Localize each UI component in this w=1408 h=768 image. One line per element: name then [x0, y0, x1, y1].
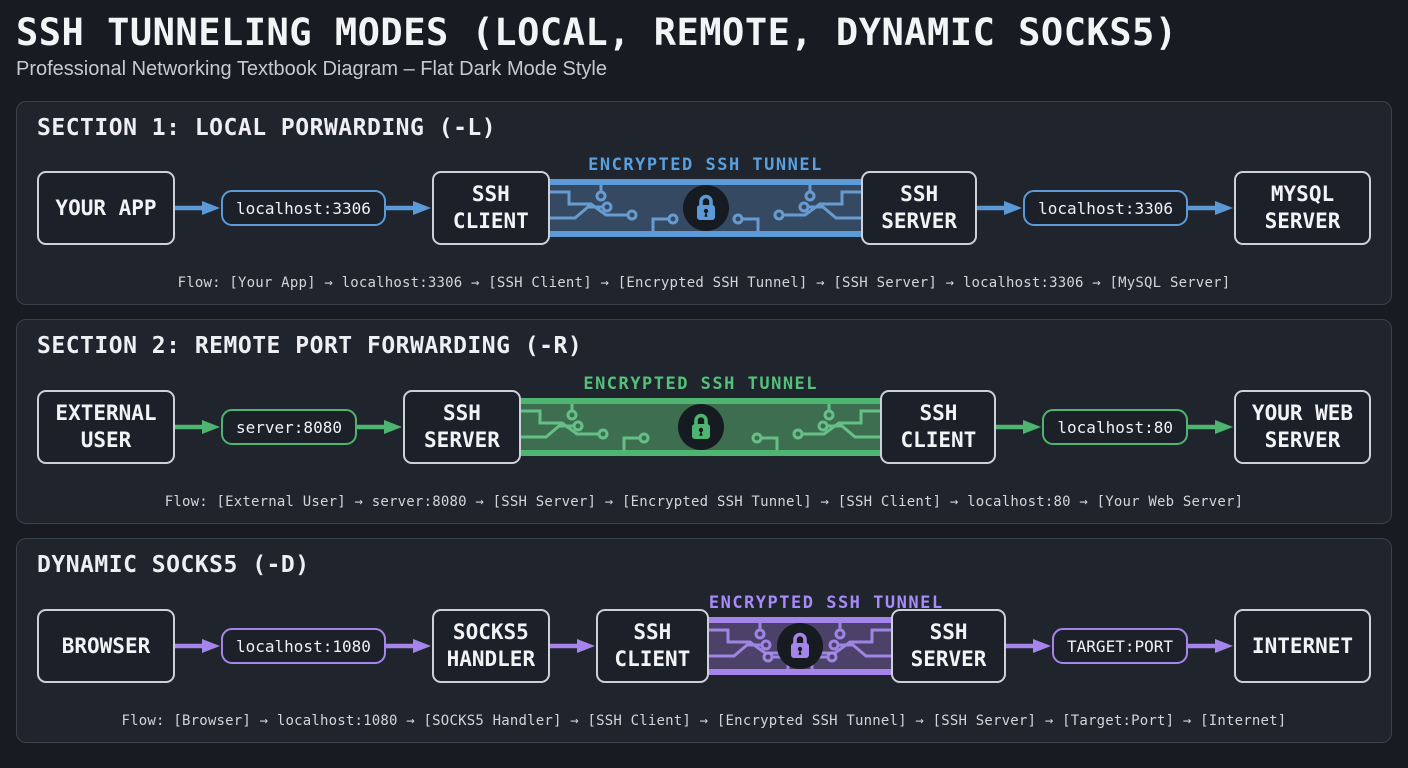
section-remote-forwarding: SECTION 2: REMOTE PORT FORWARDING (-R) E…: [16, 319, 1392, 525]
flow-arrow-icon: [1006, 638, 1052, 654]
section-3-heading: DYNAMIC SOCKS5 (-D): [37, 552, 310, 579]
section-2-flow-caption: Flow: [External User] → server:8080 → [S…: [164, 494, 1244, 511]
page-header: SSH TUNNELING MODES (LOCAL, REMOTE, DYNA…: [0, 0, 1408, 81]
node-ssh-server: SSH SERVER: [891, 609, 1007, 684]
flow-arrow-icon: [996, 419, 1042, 435]
node-ssh-server: SSH SERVER: [861, 171, 978, 246]
flow-arrow-icon: [977, 200, 1023, 216]
flow-arrow-icon: [356, 419, 403, 435]
node-ssh-client: SSH CLIENT: [880, 390, 997, 465]
circuit-traces-icon: [751, 404, 882, 451]
section-dynamic-socks5: DYNAMIC SOCKS5 (-D) BROWSER localhost:10…: [16, 538, 1392, 744]
node-internet: INTERNET: [1234, 609, 1371, 684]
flow-arrow-icon: [1188, 638, 1234, 654]
lock-icon: [776, 623, 823, 670]
flow-arrow-icon: [385, 638, 432, 654]
lock-icon: [682, 185, 729, 232]
node-ssh-client: SSH CLIENT: [595, 609, 709, 684]
flow-arrow-icon: [385, 200, 432, 216]
page-subtitle: Professional Networking Textbook Diagram…: [16, 57, 607, 80]
tunnel-label: ENCRYPTED SSH TUNNEL: [708, 593, 944, 614]
port-pill-local-3306: localhost:3306: [221, 190, 386, 227]
section-1-flow-row: YOUR APP localhost:3306 SSH CLIENT ENCRY…: [37, 151, 1371, 265]
node-your-app: YOUR APP: [37, 171, 175, 246]
flow-arrow-icon: [1188, 200, 1234, 216]
port-pill-target-port: TARGET:PORT: [1052, 628, 1188, 665]
page-title: SSH TUNNELING MODES (LOCAL, REMOTE, DYNA…: [16, 11, 1178, 54]
circuit-traces-icon: [548, 185, 679, 232]
tunnel-label: ENCRYPTED SSH TUNNEL: [583, 374, 819, 395]
section-2-flow-row: EXTERNAL USER server:8080 SSH SERVER ENC…: [37, 370, 1371, 484]
port-pill-server-8080: server:8080: [221, 409, 357, 446]
section-3-flow-row: BROWSER localhost:1080 SOCKS5 HANDLER SS…: [37, 589, 1371, 703]
section-1-flow-caption: Flow: [Your App] → localhost:3306 → [SSH…: [177, 275, 1231, 292]
flow-arrow-icon: [549, 638, 596, 654]
node-ssh-server: SSH SERVER: [402, 390, 521, 465]
flow-arrow-icon: [175, 419, 221, 435]
node-browser: BROWSER: [37, 609, 175, 684]
tunnel-label: ENCRYPTED SSH TUNNEL: [588, 155, 823, 176]
lock-icon: [677, 404, 724, 451]
section-3-flow-caption: Flow: [Browser] → localhost:1080 → [SOCK…: [121, 713, 1287, 730]
node-ssh-client: SSH CLIENT: [431, 171, 550, 246]
circuit-traces-icon: [732, 185, 863, 232]
flow-arrow-icon: [175, 638, 221, 654]
section-2-heading: SECTION 2: REMOTE PORT FORWARDING (-R): [37, 333, 583, 360]
port-pill-localhost-1080: localhost:1080: [221, 628, 386, 665]
flow-arrow-icon: [175, 200, 221, 216]
port-pill-localhost-80: localhost:80: [1042, 409, 1188, 446]
encrypted-ssh-tunnel: ENCRYPTED SSH TUNNEL: [515, 370, 886, 484]
tunnel-band: [544, 179, 867, 238]
section-local-forwarding: SECTION 1: LOCAL PORWARDING (-L) YOUR AP…: [16, 100, 1392, 306]
node-mysql-server: MYSQL SERVER: [1234, 171, 1371, 246]
node-external-user: EXTERNAL USER: [37, 390, 175, 465]
flow-arrow-icon: [1188, 419, 1234, 435]
section-1-heading: SECTION 1: LOCAL PORWARDING (-L): [37, 114, 497, 141]
node-your-web-server: YOUR WEB SERVER: [1234, 390, 1371, 465]
tunnel-band: [703, 617, 897, 676]
circuit-traces-icon: [519, 404, 650, 451]
port-pill-remote-3306: localhost:3306: [1023, 190, 1188, 227]
tunnel-band: [515, 398, 886, 457]
encrypted-ssh-tunnel: ENCRYPTED SSH TUNNEL: [544, 151, 867, 265]
encrypted-ssh-tunnel: ENCRYPTED SSH TUNNEL: [703, 589, 944, 703]
node-socks5-handler: SOCKS5 HANDLER: [431, 609, 550, 684]
